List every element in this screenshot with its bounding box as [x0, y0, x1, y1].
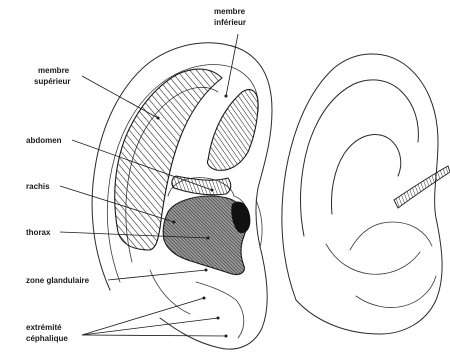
side-inner-2 — [332, 135, 401, 214]
label-extremite-line2: céphalique — [26, 334, 68, 343]
side-lobe — [356, 276, 436, 308]
label-zone-glandulaire: zone glandulaire — [26, 276, 90, 285]
side-inner-3 — [326, 244, 420, 274]
label-thorax: thorax — [26, 228, 51, 237]
label-rachis: rachis — [26, 182, 50, 191]
side-inner-4 — [350, 222, 432, 250]
lobe-outline — [196, 282, 244, 338]
lobe-fold — [150, 270, 190, 314]
label-membre-superieur-line1: membre — [38, 66, 70, 75]
ear-side — [282, 54, 450, 334]
label-abdomen: abdomen — [26, 136, 62, 145]
label-membre-inferieur-line1: membre — [214, 7, 246, 16]
side-hatch-band — [394, 166, 450, 208]
ear-front — [92, 43, 272, 349]
label-extremite-line1: extrémité — [26, 323, 62, 332]
zone-membre-inferieur — [207, 90, 258, 171]
label-membre-superieur-line2: supérieur — [34, 77, 70, 86]
label-membre-inferieur-line2: inférieur — [214, 18, 246, 27]
